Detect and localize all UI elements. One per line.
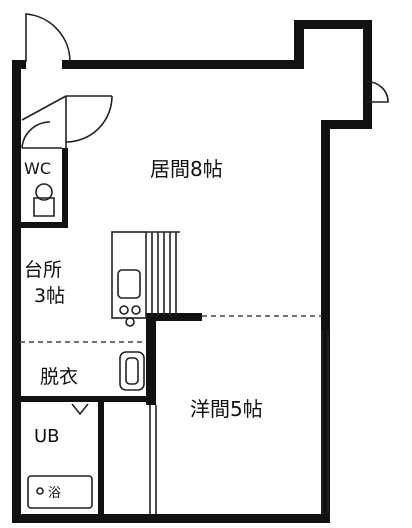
bathtub — [27, 475, 93, 509]
room-label-kitchen-size: 3帖 — [34, 285, 65, 307]
wall-top — [62, 60, 304, 69]
wc-label: WC — [24, 159, 51, 178]
wall-wc-bottom — [18, 222, 68, 228]
wall-western-top — [146, 313, 202, 321]
wall-changing-bottom-right — [100, 396, 150, 402]
wall-bottom — [12, 514, 330, 523]
wall-wc-right — [62, 148, 68, 228]
bathtub-icon — [27, 475, 93, 509]
kitchen-counter — [111, 231, 180, 327]
wall-right-lower — [321, 120, 330, 523]
wall-left — [12, 62, 21, 522]
wc-door-line — [21, 95, 67, 121]
entrance-door — [25, 13, 71, 63]
washbasin-bowl-icon — [125, 357, 139, 385]
bath-door-arrow-icon — [71, 403, 89, 416]
wc-inner-swing — [21, 121, 51, 149]
room-label-living: 居間8帖 — [150, 157, 223, 181]
wall-right-upper — [363, 20, 372, 128]
burner-icon — [119, 305, 129, 315]
wall-notch-riser — [294, 22, 304, 68]
wall-bath-right — [98, 396, 104, 520]
interior-walls — [18, 148, 202, 520]
balcony-door-swing — [365, 81, 389, 103]
wall-kitchen-right — [146, 315, 156, 405]
room-label-western: 洋間5帖 — [190, 397, 263, 421]
toilet-bowl — [35, 183, 53, 201]
burner-icon-3 — [125, 317, 135, 327]
sink-icon — [117, 269, 141, 299]
wall-changing-bottom — [18, 396, 100, 402]
wc-door-swing — [65, 95, 113, 150]
entrance-door-swing — [25, 13, 71, 63]
drain-icon — [36, 487, 44, 495]
room-label-changing: 脱衣 — [40, 366, 78, 388]
counter — [111, 231, 147, 319]
wall-notch-top — [294, 20, 370, 29]
wc-room — [21, 95, 113, 217]
tub-label: 浴 — [48, 486, 61, 501]
wall-top-stub — [12, 60, 26, 69]
washbasin — [119, 351, 145, 391]
toilet-tank — [33, 197, 55, 217]
room-label-kitchen: 台所 — [24, 259, 62, 281]
wall-step — [322, 120, 372, 129]
washbasin-icon — [119, 351, 145, 391]
windows — [149, 81, 389, 514]
burner-icon-2 — [131, 305, 141, 315]
exterior-walls — [12, 20, 372, 523]
room-label-bath: UB — [34, 426, 60, 447]
